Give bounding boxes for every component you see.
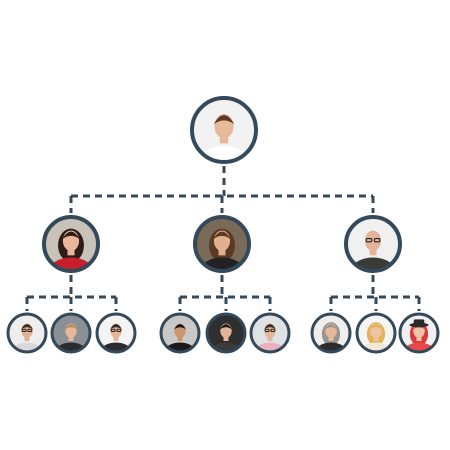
avatar-man-glasses-icon xyxy=(6,312,48,354)
avatar-woman-red-hair-hat-icon xyxy=(398,312,440,354)
avatar-woman-blonde-hair-icon xyxy=(355,312,397,354)
org-nodes xyxy=(6,96,440,354)
avatar-man-glasses-dark-hair-icon xyxy=(95,312,137,354)
avatar-man-dark-hair-jacket-icon xyxy=(205,312,247,354)
avatar-man-short-brown-hair-icon xyxy=(190,96,258,164)
avatar-man-glasses-pink-shirt-icon xyxy=(249,312,291,354)
connector-lines xyxy=(25,166,421,311)
avatar-woman-long-brown-hair-icon xyxy=(193,215,251,273)
avatar-woman-gray-bob-hair-icon xyxy=(310,312,352,354)
avatar-man-short-blond-hair-icon xyxy=(50,312,92,354)
avatar-bald-man-glasses-icon xyxy=(344,215,402,273)
avatar-woman-dark-hair-smiling-icon xyxy=(42,215,100,273)
avatar-man-dark-hair-black-shirt-icon xyxy=(159,312,201,354)
